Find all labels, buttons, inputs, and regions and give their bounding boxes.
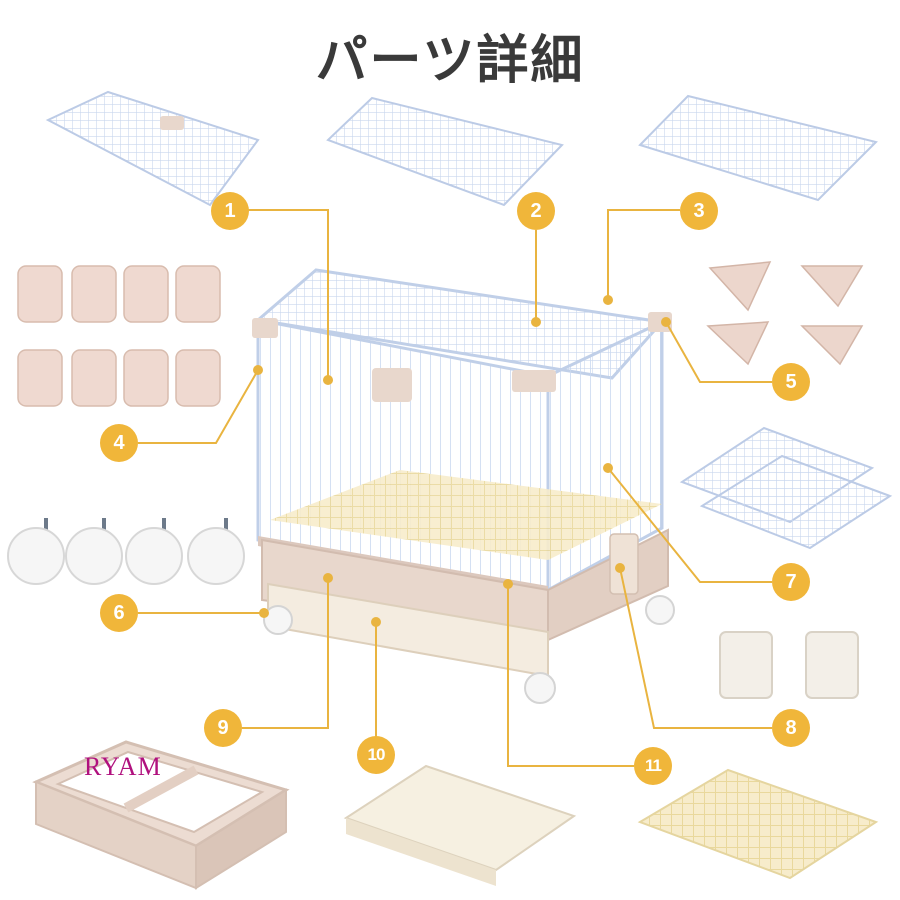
- callout-badge-4: 4: [100, 424, 138, 462]
- callout-badge-8: 8: [772, 709, 810, 747]
- callout-badge-5: 5: [772, 363, 810, 401]
- top-wire-panel-2: [326, 96, 564, 207]
- watermark-text: RYAM: [84, 752, 162, 781]
- callout-badge-9: 9: [204, 709, 242, 747]
- top-wire-panel-3: [638, 94, 878, 202]
- callout-leader-lines: [138, 209, 772, 767]
- top-wire-panel-1: [45, 90, 260, 207]
- cage-assembly: [252, 268, 675, 704]
- side-wire-panels: [679, 426, 893, 550]
- callout-badge-10: 10: [357, 736, 395, 774]
- callout-badge-7: 7: [772, 563, 810, 601]
- corner-pieces: [706, 261, 864, 366]
- pull-out-drawer: [343, 764, 577, 886]
- base-frame: [32, 740, 290, 890]
- casters: [7, 518, 245, 585]
- callout-badge-6: 6: [100, 594, 138, 632]
- connector-clips: [17, 265, 221, 407]
- callout-badge-3: 3: [680, 192, 718, 230]
- callout-badge-2: 2: [517, 192, 555, 230]
- page-title: パーツ詳細: [315, 31, 585, 91]
- ramp-pieces: [719, 631, 859, 699]
- floor-mesh-grid: [637, 768, 879, 880]
- callout-badge-11: 11: [634, 747, 672, 785]
- callout-badge-1: 1: [211, 192, 249, 230]
